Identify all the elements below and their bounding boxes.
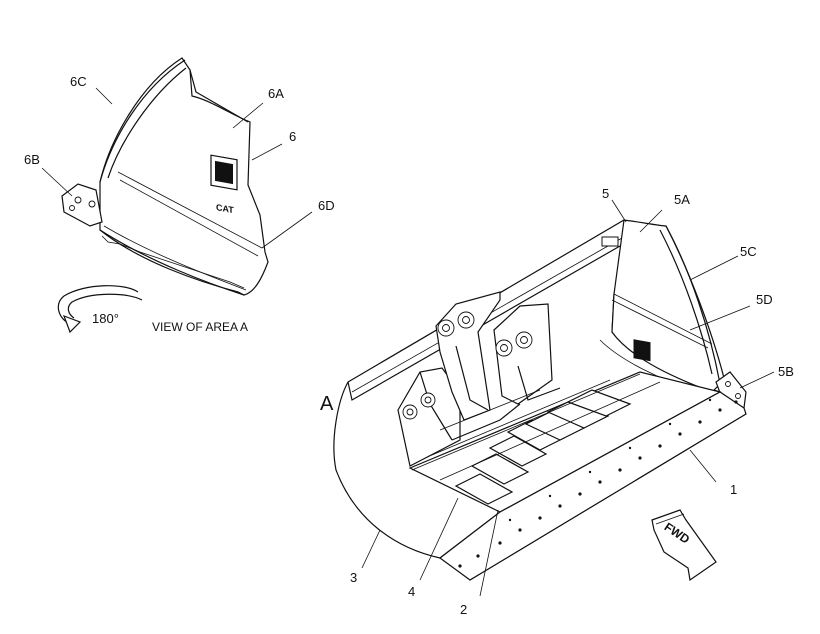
label-6c: 6C (70, 74, 87, 89)
label-5: 5 (602, 186, 609, 201)
svg-text:CAT: CAT (216, 202, 234, 215)
label-6a: 6A (268, 86, 284, 101)
label-4: 4 (408, 584, 415, 599)
label-6d: 6D (318, 198, 335, 213)
label-5b: 5B (778, 364, 794, 379)
label-1: 1 (730, 482, 737, 497)
hitch-brackets (397, 291, 561, 467)
rotation-arrow-icon (57, 285, 143, 334)
label-5a: 5A (674, 192, 690, 207)
label-2: 2 (460, 602, 467, 617)
detail-corner-bracket (61, 183, 103, 227)
label-6: 6 (289, 129, 296, 144)
detail-front-strip (99, 59, 186, 183)
label-5d: 5D (756, 292, 773, 307)
detail-side-plate (99, 57, 269, 296)
label-area-a: A (320, 393, 334, 415)
main-bucket: 5 5A 5C 5D 5B 1 2 4 3 A (320, 186, 794, 617)
label-5c: 5C (740, 244, 757, 259)
fwd-arrow-icon: FWD (651, 509, 717, 582)
label-6b: 6B (24, 152, 40, 167)
rotation-text: 180° (92, 311, 119, 326)
view-caption: VIEW OF AREA A (152, 320, 248, 334)
detail-view-area-a: CAT 6C 6A 6 6B 6D 180° VIEW OF AREA A (24, 57, 335, 334)
detail-cat-logo: CAT (210, 154, 238, 215)
floor-wear-strips (454, 389, 632, 505)
label-3: 3 (350, 570, 357, 585)
